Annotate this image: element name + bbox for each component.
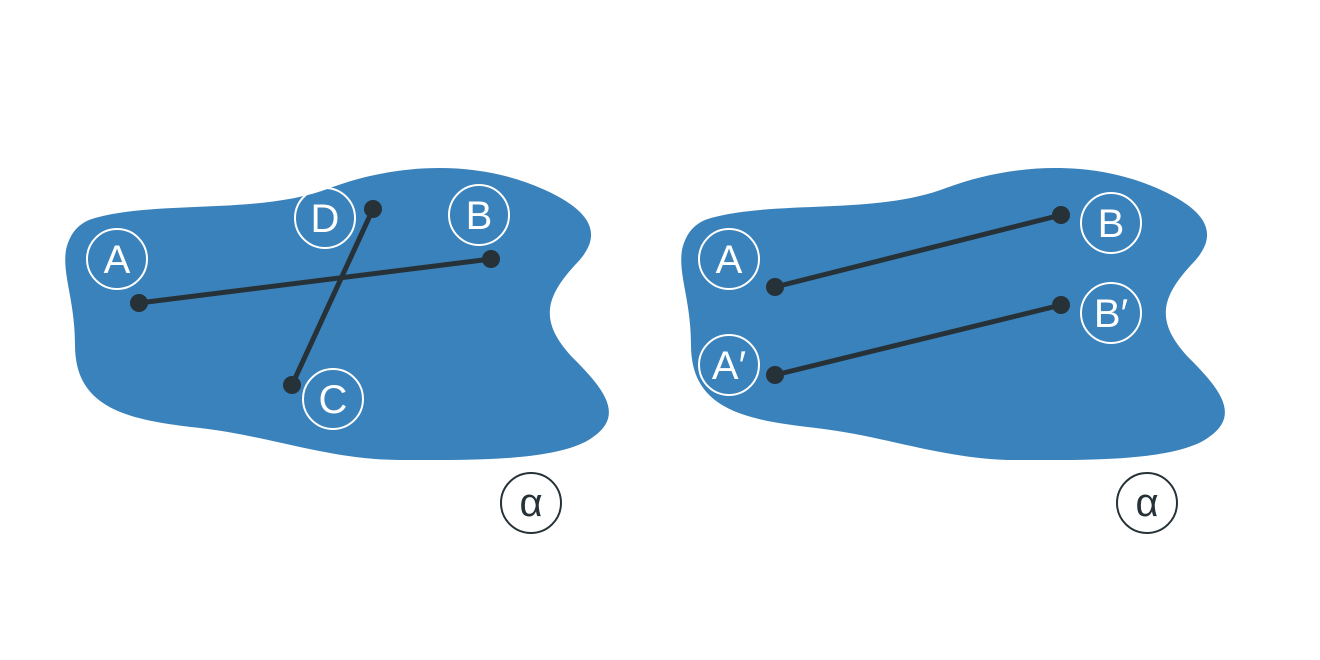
label-A-prime: A′ [698, 334, 760, 396]
label-B: B [448, 184, 510, 246]
segment-AB [772, 212, 1064, 290]
label-D-text: D [311, 197, 340, 241]
right-figure: A B A′ B′ α [681, 168, 1225, 534]
left-plane-label-text: α [519, 481, 542, 525]
point-A-dot [766, 278, 784, 296]
point-A-prime-dot [766, 366, 784, 384]
left-figure: A D B C α [65, 168, 609, 534]
right-plane-shape [681, 168, 1225, 461]
label-B-text: B [466, 194, 493, 238]
point-B-dot [1052, 206, 1070, 224]
label-A: A [698, 228, 760, 290]
label-B-prime-text: B′ [1094, 292, 1128, 336]
label-D: D [294, 187, 356, 249]
point-B-prime-dot [1052, 296, 1070, 314]
label-B-prime: B′ [1080, 282, 1142, 344]
segment-AB [136, 256, 494, 306]
label-C: C [302, 368, 364, 430]
segment-A-prime-B-prime [772, 302, 1064, 378]
right-plane-label: α [1116, 472, 1178, 534]
point-A-dot [130, 294, 148, 312]
label-A-text: A [716, 238, 743, 282]
point-B-dot [482, 250, 500, 268]
segment-CD [289, 206, 376, 388]
label-B: B [1080, 192, 1142, 254]
right-plane-label-text: α [1135, 481, 1158, 525]
left-plane-shape [65, 168, 609, 461]
label-A-text: A [104, 238, 131, 282]
label-B-text: B [1098, 202, 1125, 246]
left-plane-label: α [500, 472, 562, 534]
label-C-text: C [319, 378, 348, 422]
label-A: A [86, 228, 148, 290]
point-C-dot [283, 376, 301, 394]
label-A-prime-text: A′ [712, 344, 746, 388]
point-D-dot [364, 200, 382, 218]
